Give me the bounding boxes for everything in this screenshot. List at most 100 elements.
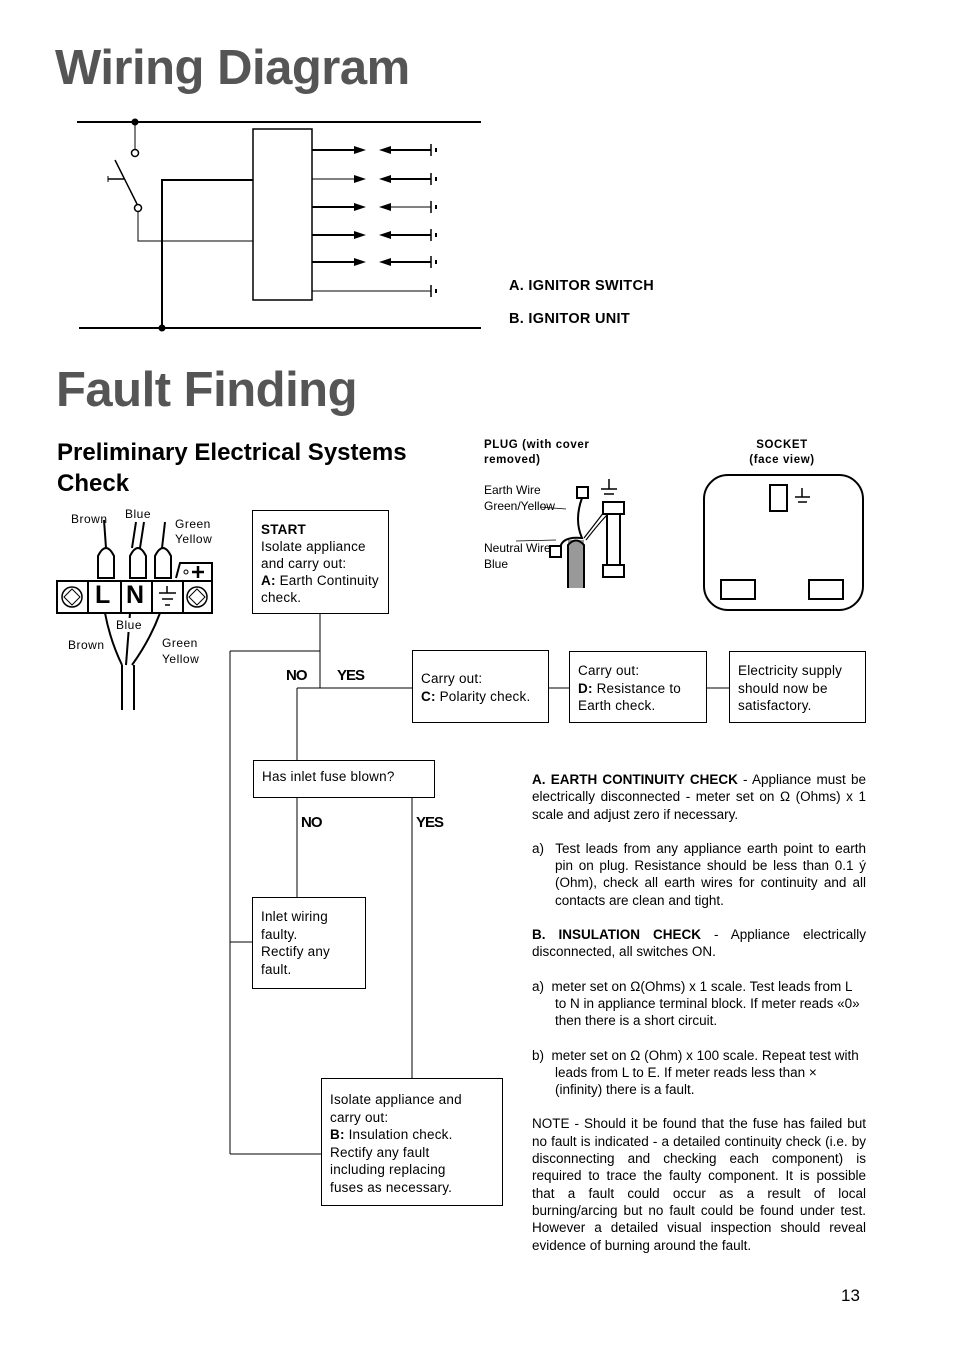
check-notes: A. EARTH CONTINUITY CHECK - Appliance mu… <box>532 771 866 1271</box>
step-d-label: D: <box>578 680 593 696</box>
insulation-heading: B. INSULATION CHECK <box>532 927 701 943</box>
arrow-right-icon <box>354 146 366 154</box>
legend-ignitor-unit: B. IGNITOR UNIT <box>509 311 631 327</box>
arrow-right-icon <box>354 258 366 266</box>
box-line: including replacing <box>330 1162 446 1177</box>
insulation-check-box: Isolate appliance and carry out: B: Insu… <box>321 1078 503 1206</box>
label-brown-top: Brown <box>71 512 108 526</box>
spark-electrode-icon <box>435 260 437 264</box>
step-a-text: Earth Continuity <box>275 573 379 588</box>
earth-continuity-item-a: a) Test leads from any appliance earth p… <box>532 840 866 908</box>
start-line: check. <box>261 590 302 605</box>
terminal-L: L <box>95 581 111 609</box>
spark-electrode-icon <box>435 205 437 209</box>
arrow-right-icon <box>354 231 366 239</box>
box-line: Carry out: <box>421 671 483 686</box>
earth-wire-line: Earth Wire <box>484 483 541 497</box>
box-line: Rectify any <box>261 944 330 959</box>
box-line: should now be <box>738 680 828 696</box>
resistance-check-box: Carry out: D: Resistance to Earth check. <box>569 651 707 723</box>
box-line: fault. <box>261 961 292 977</box>
label-brown-bottom: Brown <box>68 638 105 652</box>
socket-title-line: SOCKET <box>756 439 808 451</box>
step-b-text: Insulation check. <box>344 1127 453 1142</box>
socket-title-line: (face view) <box>749 454 815 466</box>
earth-continuity-text: - Appliance must be electrically disconn… <box>532 772 866 822</box>
box-line: B: Insulation check. <box>330 1126 494 1144</box>
step-b-label: B: <box>330 1127 345 1142</box>
earth-wire-line: Green/Yellow <box>484 499 555 513</box>
legend-ignitor-switch: A. IGNITOR SWITCH <box>509 278 654 294</box>
spark-electrode-icon <box>435 148 437 152</box>
box-line: D: Resistance to <box>578 680 698 698</box>
box-line: Inlet wiring <box>261 909 328 924</box>
label-green-top: Green <box>175 517 211 531</box>
inlet-fuse-question-box: Has inlet fuse blown? <box>253 760 435 798</box>
earth-continuity-heading: A. EARTH CONTINUITY CHECK <box>532 772 738 787</box>
box-line: fuses as necessary. <box>330 1179 453 1195</box>
start-line: A: Earth Continuity <box>261 572 380 589</box>
insulation-item-b: b) meter set on Ω (Ohm) x 100 scale. Rep… <box>532 1047 859 1098</box>
label-blue-bottom: Blue <box>116 618 143 632</box>
note-paragraph: NOTE - Should it be found that the fuse … <box>532 1116 866 1253</box>
box-line: satisfactory. <box>738 698 812 713</box>
box-line: Has inlet fuse blown? <box>262 769 395 784</box>
box-line: Earth check. <box>578 698 656 713</box>
step-c-label: C: <box>421 688 436 704</box>
arrow-right-icon <box>354 203 366 211</box>
box-line: Electricity supply <box>738 663 843 678</box>
page-number: 13 <box>841 1286 860 1305</box>
wiring-diagram-title: Wiring Diagram <box>55 41 410 95</box>
spark-electrode-icon <box>435 233 437 237</box>
yes-label: YES <box>416 814 444 831</box>
arrow-left-icon <box>379 258 391 266</box>
box-line: Carry out: <box>578 663 640 678</box>
terminal-N: N <box>126 581 145 609</box>
no-label: NO <box>286 667 307 684</box>
start-heading: START <box>261 522 306 537</box>
step-d-text: Resistance to <box>592 680 681 696</box>
plug-title-line: PLUG (with cover <box>484 439 590 451</box>
flow-start-box: START Isolate appliance and carry out: A… <box>252 510 389 614</box>
arrow-left-icon <box>379 231 391 239</box>
no-label: NO <box>301 814 322 831</box>
insulation-paragraph: B. INSULATION CHECK - Appliance electric… <box>532 926 866 961</box>
neutral-wire-line: Blue <box>484 557 509 571</box>
inlet-wiring-faulty-box: Inlet wiring faulty. Rectify any fault. <box>252 897 366 989</box>
insulation-text: - Appliance electrically disconnected, a… <box>532 927 866 960</box>
socket-drawing <box>703 474 864 611</box>
label-blue-top: Blue <box>125 507 152 521</box>
supply-satisfactory-box: Electricity supply should now be satisfa… <box>729 651 866 723</box>
box-line: carry out: <box>330 1109 389 1125</box>
neutral-wire-line: Neutral Wire <box>484 541 551 555</box>
polarity-check-box: Carry out: C: Polarity check. <box>412 650 549 723</box>
plug-title-line: removed) <box>484 454 541 466</box>
step-c-text: Polarity check. <box>435 688 531 704</box>
socket-title: SOCKET (face view) <box>722 438 842 468</box>
label-yellow-top: Yellow <box>175 532 213 546</box>
box-line: C: Polarity check. <box>421 688 540 706</box>
terminal-block-drawing <box>56 519 213 710</box>
arrow-left-icon <box>379 203 391 211</box>
arrow-right-icon <box>354 175 366 183</box>
box-line: Rectify any fault <box>330 1144 430 1160</box>
fault-finding-title: Fault Finding <box>56 363 358 417</box>
box-line: faulty. <box>261 926 298 942</box>
arrow-left-icon <box>379 175 391 183</box>
box-line: Isolate appliance and <box>330 1092 462 1107</box>
section-heading: Preliminary Electrical Systems Check <box>57 439 407 497</box>
start-line: and carry out: <box>261 556 347 571</box>
step-a-label: A: <box>261 573 276 588</box>
label-yellow-bottom: Yellow <box>162 652 200 666</box>
label-green-bottom: Green <box>162 636 198 650</box>
yes-label: YES <box>337 667 365 684</box>
plug-title: PLUG (with cover removed) <box>484 438 589 468</box>
insulation-item-a: a) meter set on Ω(Ohms) x 1 scale. Test … <box>532 978 860 1029</box>
start-line: Isolate appliance <box>261 539 366 554</box>
arrow-left-icon <box>379 146 391 154</box>
spark-electrode-icon <box>435 289 437 293</box>
spark-electrode-icon <box>435 177 437 181</box>
